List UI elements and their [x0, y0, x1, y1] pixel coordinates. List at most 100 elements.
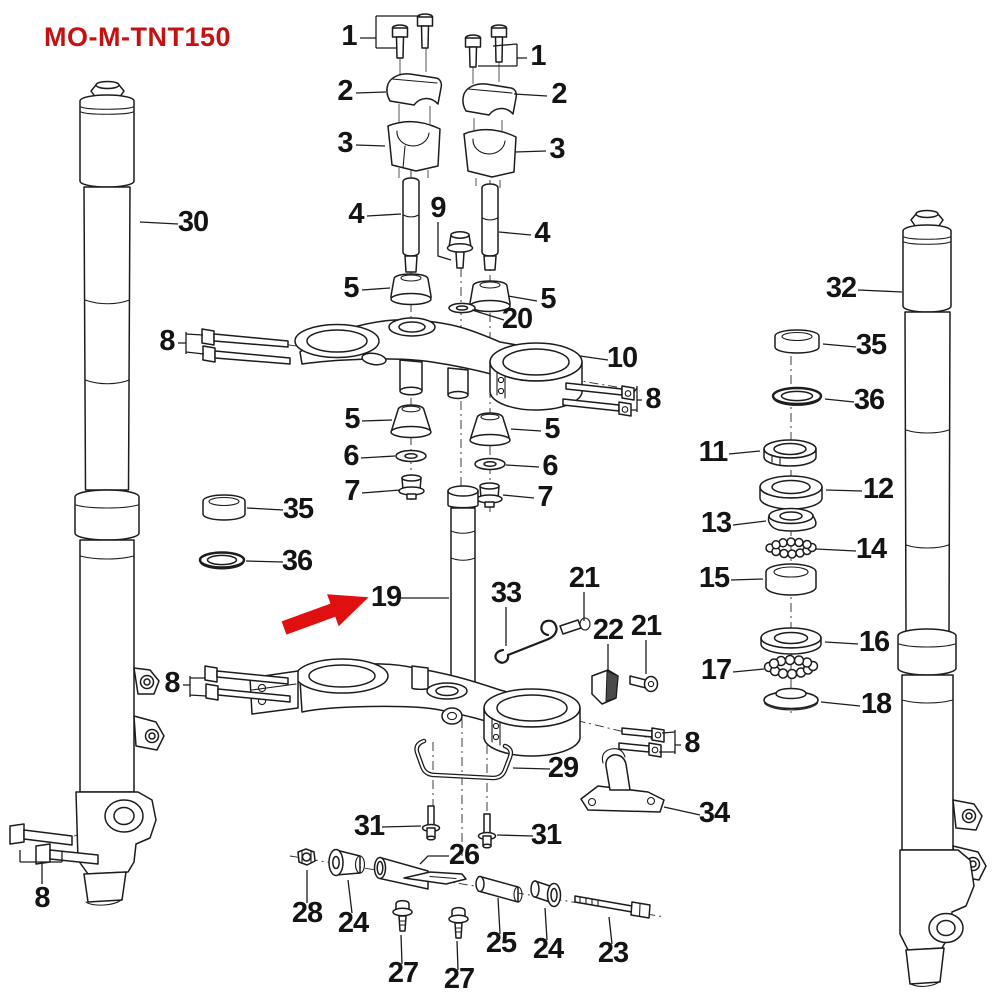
- riser-stud-right: [481, 183, 499, 271]
- part-label-23: 23: [598, 937, 629, 969]
- steering-stem: [447, 485, 479, 689]
- ball-cage-17: [763, 654, 819, 680]
- part-label-7-right: 7: [537, 481, 552, 513]
- part-label-12: 12: [863, 473, 893, 505]
- dust-seal-35-right: [774, 329, 820, 354]
- pinch-bolts-upper-right: [562, 382, 635, 417]
- oil-seal-36-left: [198, 551, 246, 570]
- spacer-25: [475, 875, 523, 903]
- washer-6-right: [474, 457, 506, 471]
- part-label-18: 18: [861, 688, 892, 720]
- part-label-15: 15: [699, 562, 730, 594]
- rubber-cone-upper-right: [469, 280, 511, 313]
- part-label-35-right: 35: [856, 329, 887, 361]
- part-label-8-d: 8: [684, 727, 700, 759]
- part-label-36-right: 36: [854, 384, 885, 416]
- bolt-27-left: [392, 899, 413, 932]
- part-label-25: 25: [486, 927, 517, 959]
- part-label-29: 29: [548, 752, 579, 784]
- part-label-2-left: 2: [337, 75, 352, 107]
- flange-bolt-9: [446, 231, 474, 269]
- wire-bracket-29: [414, 738, 514, 781]
- washer-6-left: [395, 449, 427, 463]
- nut-28: [297, 848, 316, 866]
- leader-lines: [19, 15, 903, 971]
- lower-triple-clamp: [249, 658, 581, 757]
- part-label-34: 34: [699, 797, 730, 829]
- part-label-8-b: 8: [645, 383, 661, 415]
- seal-cone-13: [767, 507, 817, 532]
- stand-bracket-34: [580, 748, 665, 813]
- race-washer-16: [760, 627, 822, 655]
- part-label-33: 33: [491, 577, 522, 609]
- part-label-19: 19: [371, 581, 402, 613]
- part-label-11: 11: [699, 436, 729, 468]
- dust-seal-35-left: [202, 494, 246, 521]
- locknut-11: [763, 439, 817, 467]
- bolt-21-lower: [629, 675, 659, 693]
- part-label-6-right: 6: [542, 450, 558, 482]
- cable-clamp-22: [591, 669, 619, 705]
- part-label-6-left: 6: [343, 440, 359, 472]
- lock-wire-33: [494, 619, 558, 664]
- riser-stud-left: [402, 177, 420, 273]
- part-label-31-right: 31: [531, 819, 562, 851]
- part-label-35-left: 35: [283, 493, 314, 525]
- axle-bolt-23: [574, 895, 651, 919]
- part-label-8-e: 8: [34, 882, 50, 914]
- cotter-pin-21: [559, 617, 591, 635]
- part-label-27-right: 27: [444, 963, 474, 995]
- nut-7-right: [476, 482, 503, 508]
- handlebar-clamp-group-right: [462, 24, 518, 188]
- part-label-5-a: 5: [343, 272, 359, 304]
- ball-cage-14: [765, 537, 817, 559]
- race-12: [759, 475, 823, 510]
- nut-7-left: [398, 474, 425, 500]
- part-labels: 1 1 2 2 3 3 4 9 4 5 5 20 8 10 8 5 5 6 6 …: [34, 20, 894, 995]
- bolt-31-left: [421, 805, 441, 841]
- washer-20: [448, 302, 476, 314]
- rubber-cone-mid-right: [469, 412, 511, 447]
- bushing-24-right: [530, 880, 562, 908]
- part-label-5-b: 5: [540, 283, 556, 315]
- bolt-27-right: [448, 906, 469, 939]
- rubber-cone-mid-left: [390, 404, 432, 439]
- part-label-3-left: 3: [337, 127, 353, 159]
- part-label-7-left: 7: [344, 475, 359, 507]
- part-label-27-left: 27: [388, 957, 418, 989]
- part-label-1-left: 1: [341, 20, 357, 52]
- part-label-5-c: 5: [344, 403, 360, 435]
- part-label-14: 14: [856, 533, 887, 565]
- part-label-8-c: 8: [164, 667, 180, 699]
- part-label-4-left: 4: [348, 198, 364, 230]
- part-label-5-d: 5: [544, 413, 560, 445]
- guide-tube-26: [373, 856, 467, 890]
- diagram-code: MO-M-TNT150: [44, 22, 231, 52]
- part-label-36-left: 36: [282, 545, 313, 577]
- part-label-16: 16: [859, 626, 890, 658]
- part-label-20: 20: [502, 303, 532, 335]
- part-label-31-left: 31: [354, 810, 385, 842]
- part-label-21-b: 21: [631, 610, 662, 642]
- part-label-28: 28: [292, 897, 323, 929]
- right-fork-leg: [897, 209, 987, 987]
- part-label-24-left: 24: [338, 907, 369, 939]
- highlight-arrow: [281, 594, 369, 635]
- rubber-cone-upper-left: [390, 273, 432, 306]
- oil-seal-36-right: [771, 386, 823, 406]
- part-label-3-right: 3: [549, 133, 565, 165]
- part-label-8-a: 8: [159, 325, 175, 357]
- pinch-bolts-lower-right: [618, 727, 665, 758]
- left-fork-leg: [9, 80, 165, 906]
- part-label-13: 13: [701, 507, 732, 539]
- part-label-22: 22: [593, 614, 623, 646]
- race-ring-15: [765, 563, 817, 596]
- part-label-24-right: 24: [533, 933, 564, 965]
- handlebar-clamp-group-left: [386, 13, 443, 178]
- part-label-21-a: 21: [569, 562, 600, 594]
- part-label-10: 10: [607, 342, 637, 374]
- part-label-1-right: 1: [530, 40, 546, 72]
- bolt-31-right: [477, 813, 497, 849]
